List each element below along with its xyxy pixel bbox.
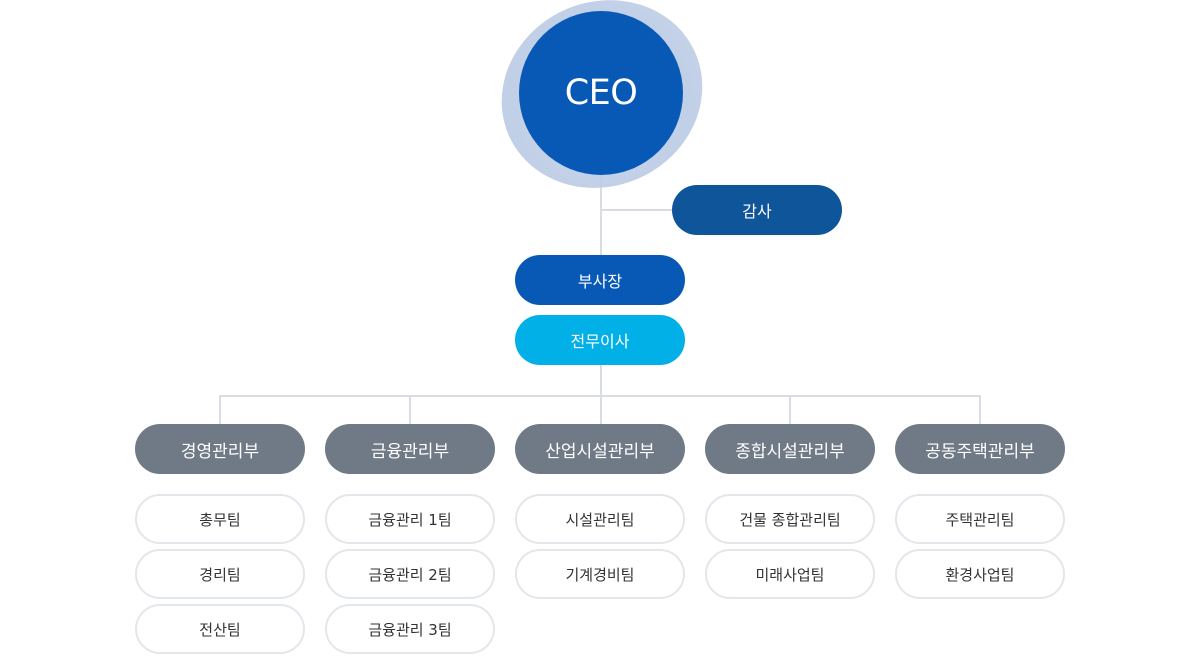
vice-president-node: 부사장 bbox=[515, 255, 685, 305]
connector-dept-2 bbox=[409, 395, 411, 424]
department-node: 금융관리부 bbox=[325, 424, 495, 474]
connector-dept-3 bbox=[600, 395, 602, 424]
connector-ed-down bbox=[600, 365, 602, 396]
executive-director-node: 전무이사 bbox=[515, 315, 685, 365]
department-node: 산업시설관리부 bbox=[515, 424, 685, 474]
connector-dept-5 bbox=[979, 395, 981, 424]
team-node: 총무팀 bbox=[135, 494, 305, 544]
department-node: 공동주택관리부 bbox=[895, 424, 1065, 474]
department-node: 경영관리부 bbox=[135, 424, 305, 474]
team-node: 미래사업팀 bbox=[705, 549, 875, 599]
team-node: 금융관리 1팀 bbox=[325, 494, 495, 544]
connector-ceo-to-vp bbox=[600, 175, 602, 255]
team-node: 금융관리 2팀 bbox=[325, 549, 495, 599]
ceo-node: CEO bbox=[519, 11, 683, 175]
audit-node: 감사 bbox=[672, 185, 842, 235]
connector-to-audit bbox=[600, 209, 672, 211]
team-node: 건물 종합관리팀 bbox=[705, 494, 875, 544]
team-node: 경리팀 bbox=[135, 549, 305, 599]
team-node: 주택관리팀 bbox=[895, 494, 1065, 544]
connector-dept-1 bbox=[219, 395, 221, 424]
connector-dept-4 bbox=[789, 395, 791, 424]
team-node: 기계경비팀 bbox=[515, 549, 685, 599]
team-node: 환경사업팀 bbox=[895, 549, 1065, 599]
department-node: 종합시설관리부 bbox=[705, 424, 875, 474]
team-node: 금융관리 3팀 bbox=[325, 604, 495, 654]
team-node: 시설관리팀 bbox=[515, 494, 685, 544]
team-node: 전산팀 bbox=[135, 604, 305, 654]
